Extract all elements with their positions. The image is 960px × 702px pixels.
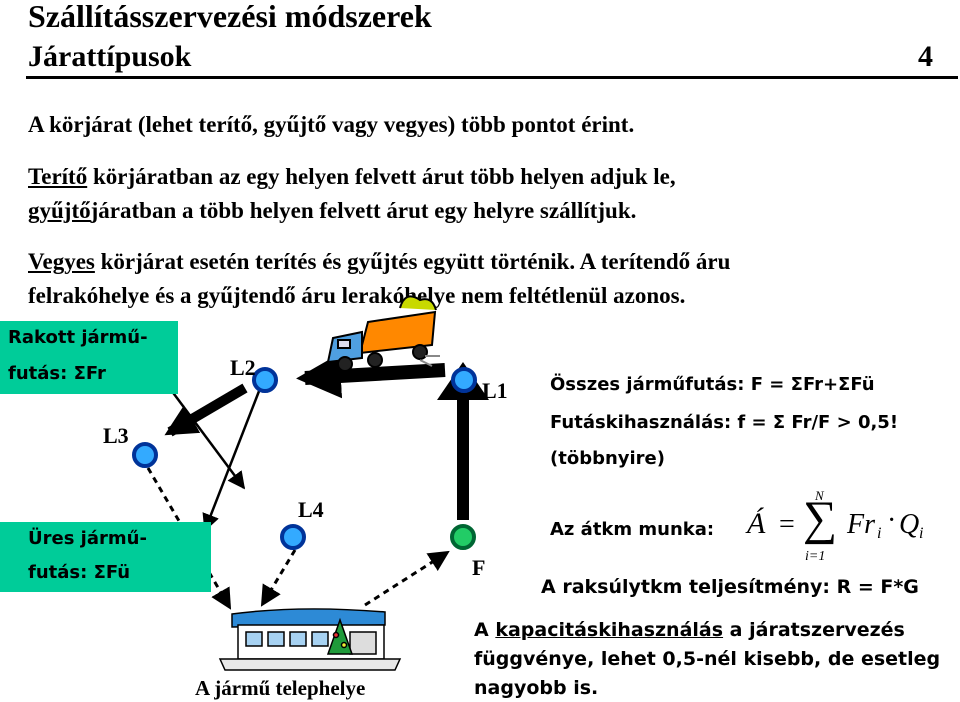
loaded-run-label-1: Rakott jármű-: [8, 327, 148, 348]
dash-l4-to-depot: [260, 549, 297, 607]
loaded-run-box: Rakott jármű- futás: ΣFr: [0, 321, 178, 394]
term-gyujto: gyűjtő: [28, 198, 91, 223]
line-l2-to-ures: [202, 385, 263, 532]
paragraph-2-text-1: körjáratban az egy helyen felvett árut t…: [87, 164, 676, 189]
term-vegyes: Vegyes: [28, 249, 95, 274]
formula-sigma: ∑: [803, 492, 838, 545]
total-run-text: Összes járműfutás: F = ΣFr+ΣFü: [550, 374, 875, 395]
depot-label: A jármű telephelye: [195, 676, 366, 700]
paragraph-2-line-2: gyűjtőjáratban a több helyen felvett áru…: [28, 198, 636, 224]
paragraph-3-text-1: körjárat esetén terítés és gyűjtés együt…: [94, 249, 731, 274]
slide-subtitle: Járattípusok: [28, 40, 192, 73]
formula-fr: Fr: [847, 509, 875, 540]
footer-line-1: A kapacitáskihasználás a járatszervezés: [474, 619, 905, 641]
arrow-l1-to-l2: [296, 353, 446, 399]
formula-dot: ·: [887, 505, 897, 536]
term-terito: Terítő: [28, 164, 88, 189]
work-label: Az átkm munka:: [550, 519, 715, 540]
formula-q: Q: [899, 509, 920, 540]
paragraph-3-line-2: felrakóhelye és a gyűjtendő áru lerakóhe…: [28, 283, 686, 308]
formula-upper-limit: N: [815, 488, 824, 503]
paragraph-3-line-1: Vegyes körjárat esetén terítés és gyűjté…: [28, 249, 730, 275]
footer-line-3: nagyobb is.: [474, 677, 599, 699]
page-number: 4: [918, 40, 933, 73]
loaded-run-label-2: futás: ΣFr: [8, 363, 106, 384]
footer-text-1: a járatszervezés: [723, 619, 905, 641]
paragraph-2-line-1: Terítő körjáratban az egy helyen felvett…: [28, 164, 676, 190]
arrow-l2-to-l3: [164, 383, 248, 437]
formula-lower-limit: i=1: [805, 549, 826, 564]
paragraph-1: A körjárat (lehet terítő, gyűjtő vagy ve…: [28, 112, 635, 137]
depot-building-icon: [218, 608, 402, 671]
empty-run-box: Üres jármű- futás: ΣFü: [0, 522, 211, 592]
empty-run-label-2: futás: ΣFü: [28, 562, 131, 583]
node-l1: [451, 367, 477, 393]
work-formula: Á = N ∑ i=1 Fr i · Q i: [745, 485, 945, 570]
paragraph-2-text-2: járatban a több helyen felvett árut egy …: [90, 198, 637, 223]
performance-text: A raksúlytkm teljesítmény: R = F*G: [541, 576, 919, 598]
dash-depot-to-f: [364, 550, 450, 607]
term-kapacitaskihasznalas: kapacitáskihasználás: [495, 619, 724, 641]
utilization-text: Futáskihasználás: f = Σ Fr/F > 0,5!: [550, 412, 899, 433]
empty-run-label-1: Üres jármű-: [28, 528, 147, 549]
utilization-note: (többnyire): [550, 448, 665, 469]
truck-icon: [326, 295, 440, 372]
node-label-l1: L1: [482, 378, 508, 403]
header-rule: [26, 76, 958, 79]
node-f: [450, 524, 476, 550]
slide-title: Szállításszervezési módszerek: [28, 0, 432, 34]
formula-index-2: i: [919, 525, 924, 542]
node-l2: [252, 367, 278, 393]
formula-equals: =: [779, 509, 795, 540]
footer-line-2: függvénye, lehet 0,5-nél kisebb, de eset…: [474, 648, 941, 670]
formula-index-1: i: [877, 525, 882, 542]
node-l3: [132, 442, 158, 468]
node-l4: [280, 524, 306, 550]
formula-lhs: Á: [747, 507, 766, 540]
node-label-l2: L2: [230, 355, 256, 380]
node-label-l4: L4: [298, 497, 324, 522]
node-label-l3: L3: [103, 423, 129, 448]
footer-prefix: A: [474, 619, 496, 641]
node-label-f: F: [472, 555, 486, 580]
